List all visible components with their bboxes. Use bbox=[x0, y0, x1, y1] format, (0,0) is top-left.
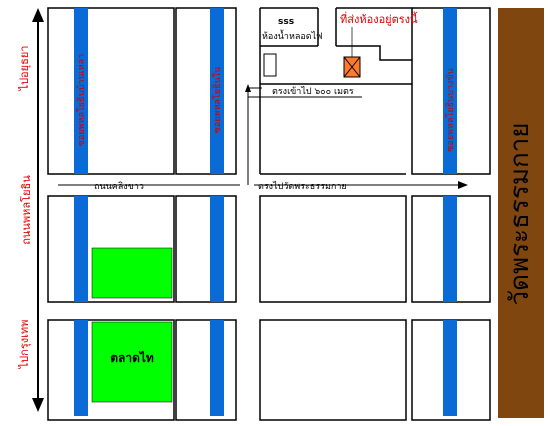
to-south-label: ไปกรุงเทพ bbox=[18, 320, 31, 370]
soi-2-label: ซอยพหลโยธินใน bbox=[212, 67, 223, 133]
to-north-label: ไปอยุธยา bbox=[18, 46, 31, 92]
soi-3-road-lower-a bbox=[443, 196, 457, 302]
distance-label: ตรงเข้าไป ๖๐๐ เมตร bbox=[272, 86, 354, 97]
small-building-box bbox=[263, 53, 277, 77]
soi-3-label: ซอยพหลโยธินบางขัน bbox=[445, 68, 456, 151]
soi-1-road-lower-b bbox=[74, 320, 88, 416]
soi-1-label: ซอยพหลโยธินบ้านเหล่า bbox=[76, 54, 87, 146]
temple-area bbox=[498, 8, 544, 418]
market-area-upper bbox=[91, 247, 173, 299]
right-road-label: ตรงไปวัดพระธรรมกาย bbox=[258, 181, 347, 192]
soi-3-road bbox=[443, 8, 457, 174]
here-label: ที่ส่งห้องอยู่ตรงนี้ bbox=[340, 11, 418, 26]
soi-2-road-lower-a bbox=[210, 196, 224, 302]
block-top-left bbox=[47, 7, 175, 175]
soi-1-road bbox=[74, 8, 88, 174]
block-mid-mid bbox=[175, 195, 237, 303]
block-bot-center bbox=[259, 319, 407, 421]
blue-sois bbox=[74, 8, 457, 416]
block-mid-center bbox=[259, 195, 407, 303]
block-top-mid bbox=[175, 7, 237, 175]
main-road-label: ถนนพหลโยธิน bbox=[19, 175, 33, 245]
top-center-lanes bbox=[259, 7, 412, 175]
block-bot-mid bbox=[175, 319, 237, 421]
lamp-label: ห้องน้ำหลอดไฟ bbox=[262, 29, 323, 42]
market-area-lower bbox=[91, 321, 173, 403]
sss-label: sss bbox=[278, 17, 294, 27]
soi-2-road bbox=[210, 8, 224, 174]
left-road-label: ถนนคลิงขาว bbox=[94, 181, 144, 192]
temple-label: วัดพระธรรมกาย bbox=[505, 122, 535, 305]
soi-2-road-lower-b bbox=[210, 320, 224, 416]
soi-3-road-lower-b bbox=[443, 320, 457, 416]
arrow-right-icon bbox=[458, 181, 468, 189]
soi-1-road-lower-a bbox=[74, 196, 88, 302]
location-marker-box-icon bbox=[343, 56, 361, 78]
arrow-up-icon bbox=[245, 84, 251, 92]
market-label: ตลาดไท bbox=[110, 350, 154, 365]
double-arrow-vertical-icon bbox=[32, 8, 44, 412]
